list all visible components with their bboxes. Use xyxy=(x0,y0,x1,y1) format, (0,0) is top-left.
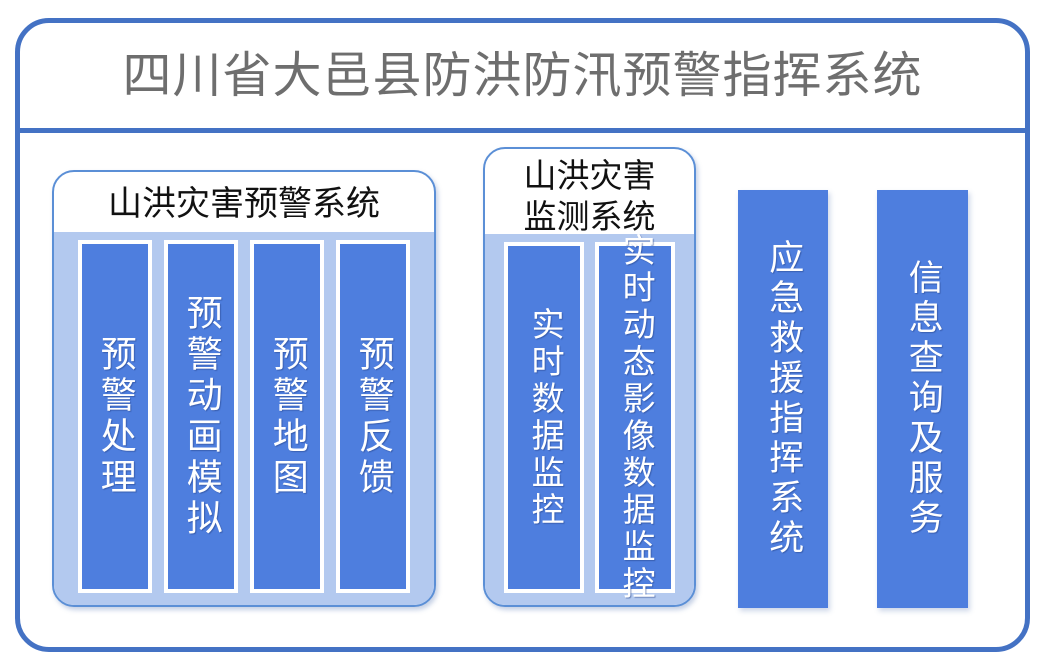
group-monitoring-system-header: 山洪灾害 监测系统 xyxy=(485,157,694,239)
node-realtime-data-monitoring[interactable]: 实时数据监控 xyxy=(504,242,584,593)
group-monitoring-system[interactable]: 山洪灾害 监测系统 实时数据监控 实时动态影像数据监控 xyxy=(483,147,696,607)
node-warning-processing[interactable]: 预警处理 xyxy=(78,240,152,593)
node-warning-animation-simulation[interactable]: 预警动画模拟 xyxy=(164,240,238,593)
group-monitoring-system-header-line2: 监测系统 xyxy=(523,200,656,236)
node-emergency-rescue-command-system[interactable]: 应急救援指挥系统 xyxy=(738,190,828,608)
node-warning-map[interactable]: 预警地图 xyxy=(250,240,324,593)
title-divider xyxy=(20,128,1029,133)
group-monitoring-system-header-line1: 山洪灾害 xyxy=(523,159,656,195)
group-monitoring-system-panel: 实时数据监控 实时动态影像数据监控 xyxy=(485,233,694,605)
node-warning-feedback-label: 预警反馈 xyxy=(353,334,394,499)
node-warning-animation-simulation-label: 预警动画模拟 xyxy=(181,293,222,540)
page-title: 四川省大邑县防洪防汛预警指挥系统 xyxy=(122,48,923,103)
node-warning-map-label: 预警地图 xyxy=(267,334,308,499)
group-warning-system[interactable]: 山洪灾害预警系统 预警处理 预警动画模拟 预警地图 预警反馈 xyxy=(52,170,436,607)
group-warning-system-panel: 预警处理 预警动画模拟 预警地图 预警反馈 xyxy=(54,232,434,605)
node-warning-processing-label: 预警处理 xyxy=(95,334,136,499)
node-realtime-dynamic-image-data-monitoring[interactable]: 实时动态影像数据监控 xyxy=(595,233,675,603)
node-information-query-and-service-label: 信息查询及服务 xyxy=(903,259,943,539)
node-realtime-dynamic-image-data-monitoring-label: 实时动态影像数据监控 xyxy=(617,232,654,603)
node-realtime-data-monitoring-label: 实时数据监控 xyxy=(526,306,563,529)
group-warning-system-header: 山洪灾害预警系统 xyxy=(108,186,380,223)
node-information-query-and-service[interactable]: 信息查询及服务 xyxy=(877,190,968,608)
node-warning-feedback[interactable]: 预警反馈 xyxy=(336,240,410,593)
page-title-bar: 四川省大邑县防洪防汛预警指挥系统 xyxy=(20,22,1025,130)
node-emergency-rescue-command-system-label: 应急救援指挥系统 xyxy=(764,239,804,559)
